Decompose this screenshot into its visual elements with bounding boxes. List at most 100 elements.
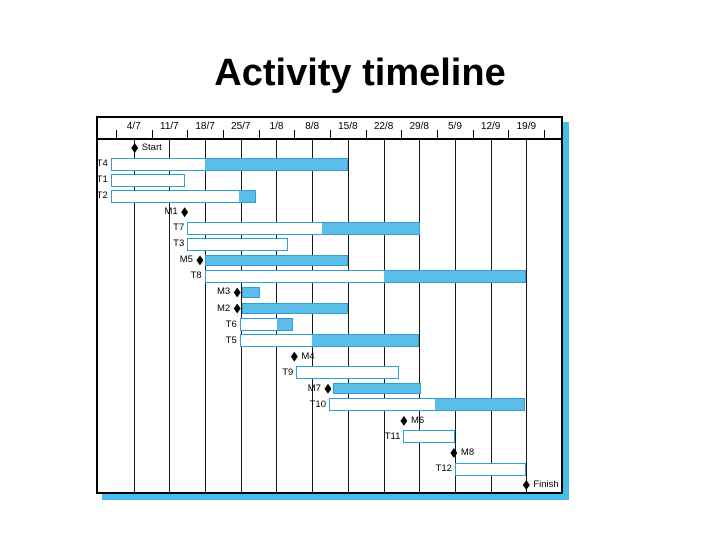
axis-date-label: 1/8 — [269, 121, 284, 132]
header-tick — [222, 130, 224, 138]
task-bar-fill — [205, 158, 347, 170]
row-label: M8 — [460, 446, 475, 458]
task-bar-fill — [434, 399, 525, 411]
gridline — [490, 140, 492, 492]
row-label: T8 — [190, 270, 202, 282]
gantt-row-T1: T1 — [96, 172, 561, 188]
row-label: T2 — [96, 190, 108, 202]
gantt-row-M5: M5 — [98, 252, 561, 268]
gantt-row-T9: T9 — [98, 365, 561, 381]
axis-date-label: 4/7 — [126, 121, 141, 132]
task-bar — [239, 334, 420, 348]
task-bar-fill — [322, 222, 420, 234]
header-tick — [544, 130, 546, 138]
milestone-duration-bar — [333, 383, 422, 395]
gantt-row-T7: T7 — [98, 220, 561, 236]
milestone-diamond-icon — [450, 447, 458, 458]
header-tick — [365, 130, 367, 138]
task-bar — [454, 462, 527, 476]
task-bar — [328, 398, 526, 412]
gantt-row-T4: T4 — [96, 156, 561, 172]
task-bar — [204, 269, 527, 283]
task-bar — [187, 237, 289, 251]
axis-date-label: 15/8 — [338, 121, 358, 132]
task-bar — [110, 173, 185, 187]
milestone-diamond-icon — [522, 480, 530, 491]
header-tick — [437, 130, 439, 138]
row-label: M2 — [217, 302, 231, 314]
gridline — [454, 140, 456, 492]
header-tick — [258, 130, 260, 138]
task-bar-fill — [312, 335, 419, 347]
axis-date-label: 12/9 — [480, 121, 501, 132]
gantt-chart: 4/7 11/7 18/7 25/7 1/8 8/8 15/8 22/8 29/8 5/9 12/9… — [96, 116, 563, 494]
milestone-diamond-icon — [233, 303, 241, 314]
axis-date-label: 19/9 — [516, 121, 537, 132]
gantt-row-T6: T6 — [98, 317, 561, 333]
gantt-row-T12: T12 — [98, 461, 561, 477]
task-bar — [110, 157, 348, 171]
milestone-diamond-icon — [290, 351, 298, 362]
row-label: T12 — [435, 463, 452, 474]
row-label: Start — [141, 142, 162, 153]
row-label: M1 — [164, 206, 178, 218]
gantt-row-T10: T10 — [98, 397, 561, 413]
gantt-row-M1: M1 — [98, 204, 561, 220]
milestone-diamond-icon — [400, 415, 408, 426]
chart-header: 4/7 11/7 18/7 25/7 1/8 8/8 15/8 22/8 29/8 5/9 12/9… — [98, 118, 561, 140]
row-label: T4 — [96, 158, 108, 170]
task-bar-fill — [277, 319, 293, 331]
row-label: M5 — [179, 254, 193, 266]
gridline — [276, 140, 278, 492]
gantt-row-T3: T3 — [98, 236, 561, 252]
header-tick — [294, 130, 296, 138]
milestone-diamond-icon — [324, 383, 332, 394]
milestone-diamond-icon — [131, 143, 139, 153]
axis-date-label: 8/8 — [305, 121, 320, 132]
axis-date-label: 29/8 — [409, 121, 429, 132]
gantt-row-Finish: Finish — [98, 477, 561, 493]
axis-date-label: 22/8 — [373, 121, 394, 132]
row-label: T7 — [173, 222, 185, 234]
gridline — [240, 140, 242, 492]
task-bar — [239, 318, 294, 332]
milestone-diamond-icon — [181, 207, 189, 218]
row-label: T10 — [309, 398, 326, 410]
gantt-row-Start: Start — [98, 140, 561, 156]
header-tick — [151, 130, 153, 138]
axis-date-label: 18/7 — [195, 121, 215, 132]
gantt-row-T2: T2 — [96, 188, 561, 204]
row-label: T11 — [384, 430, 401, 442]
gantt-row-M6: M6 — [98, 413, 561, 429]
gantt-row-T11: T11 — [98, 429, 561, 445]
header-tick — [508, 130, 510, 138]
axis-date-label: 5/9 — [447, 121, 462, 132]
gridline — [526, 140, 528, 492]
header-tick — [401, 130, 403, 138]
row-label: M3 — [217, 286, 231, 298]
row-label: T9 — [282, 366, 294, 378]
task-bar — [403, 430, 455, 444]
gridline — [312, 140, 314, 492]
axis-date-label: 25/7 — [231, 121, 251, 132]
header-tick — [115, 130, 117, 138]
row-label: T5 — [225, 334, 237, 346]
gridline — [347, 140, 349, 492]
row-label: Finish — [533, 479, 559, 491]
gantt-row-T8: T8 — [98, 268, 561, 284]
task-bar — [296, 366, 399, 380]
task-bar-fill — [238, 190, 256, 202]
row-label: T3 — [173, 238, 185, 250]
axis-date-label: 11/7 — [160, 121, 179, 132]
row-label: T1 — [96, 174, 108, 186]
milestone-duration-bar — [204, 254, 348, 266]
header-tick — [472, 130, 474, 138]
gantt-row-M4: M4 — [98, 349, 561, 365]
gantt-row-M3: M3 — [98, 284, 561, 300]
row-label: M7 — [307, 382, 321, 394]
gridline — [383, 140, 385, 492]
milestone-diamond-icon — [233, 287, 241, 298]
row-label: T6 — [225, 318, 237, 330]
